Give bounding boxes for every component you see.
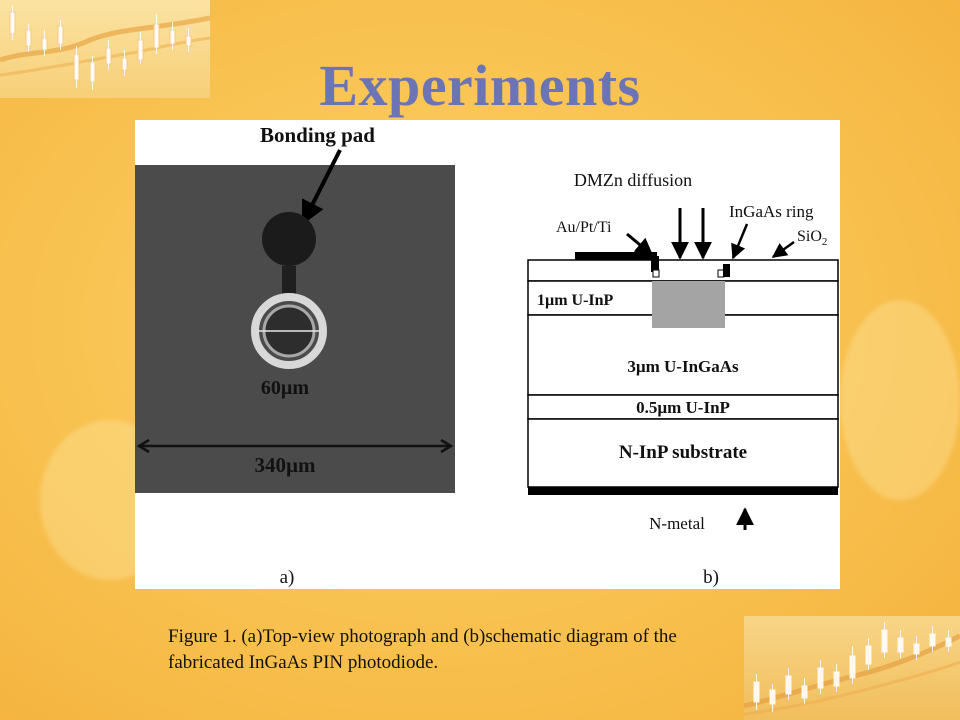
figure-caption: Figure 1. (a)Top-view photograph and (b)…: [168, 624, 828, 676]
ring-label: InGaAs ring: [729, 202, 814, 221]
panel-label-a: a): [280, 567, 295, 588]
bonding-pad-label: Bonding pad: [260, 123, 375, 147]
contact-step: [651, 256, 659, 272]
layer-3um-u-ingaas: [527, 314, 839, 396]
layer-0-5um-u-inp: [527, 394, 839, 420]
ring-contact-right: [723, 264, 730, 277]
layer-n-inp-substrate: [527, 418, 839, 488]
width-arrow-right: [440, 438, 454, 454]
layer-label: 3µm U-InGaAs: [627, 357, 739, 376]
n-metal-contact: [528, 487, 838, 495]
contact-arrow: [626, 232, 654, 257]
schematic-panel: DMZn diffusion Au/Pt/Ti InGaAs ring SiO2…: [527, 170, 839, 588]
decorative-candlestick-corner-bottom-right: [744, 616, 960, 720]
caption-line: fabricated InGaAs PIN photodiode.: [168, 652, 439, 673]
diffusion-label: DMZn diffusion: [574, 170, 692, 190]
layer-label: 0.5µm U-InP: [636, 398, 730, 417]
contact-ring: [251, 293, 327, 369]
ingaas-ring-left: [652, 269, 660, 278]
contact-label: Au/Pt/Ti: [556, 219, 612, 236]
zn-diffusion-overlay: [652, 281, 725, 328]
oxide-arrow: [771, 240, 795, 259]
au-pt-ti-contact: [575, 252, 657, 260]
n-metal-label: N-metal: [649, 514, 705, 533]
caption-line: Figure 1. (a)Top-view photograph and (b)…: [168, 626, 677, 647]
pad-connector: [282, 266, 296, 298]
figure: Bonding pad 60µm 340µm a) DMZn diffusion…: [135, 120, 840, 589]
decorative-candlestick-corner-top-left: [0, 0, 210, 98]
bonding-pad: [262, 212, 316, 266]
sio2-layer: [527, 259, 839, 282]
layer-label: 1µm U-InP: [537, 292, 614, 309]
photograph-panel: Bonding pad 60µm 340µm a): [135, 123, 455, 588]
background-stain: [840, 300, 960, 500]
width-dimension-label: 340µm: [254, 453, 316, 477]
oxide-label: SiO2: [797, 228, 827, 248]
layer-label: N-InP substrate: [619, 442, 747, 463]
slide-title: Experiments: [319, 53, 641, 118]
ring-arrow: [731, 223, 749, 260]
width-arrow-left: [136, 438, 150, 454]
ring-dimension-label: 60µm: [261, 377, 310, 399]
panel-label-b: b): [703, 567, 719, 588]
bonding-pad-arrow: [301, 149, 342, 226]
